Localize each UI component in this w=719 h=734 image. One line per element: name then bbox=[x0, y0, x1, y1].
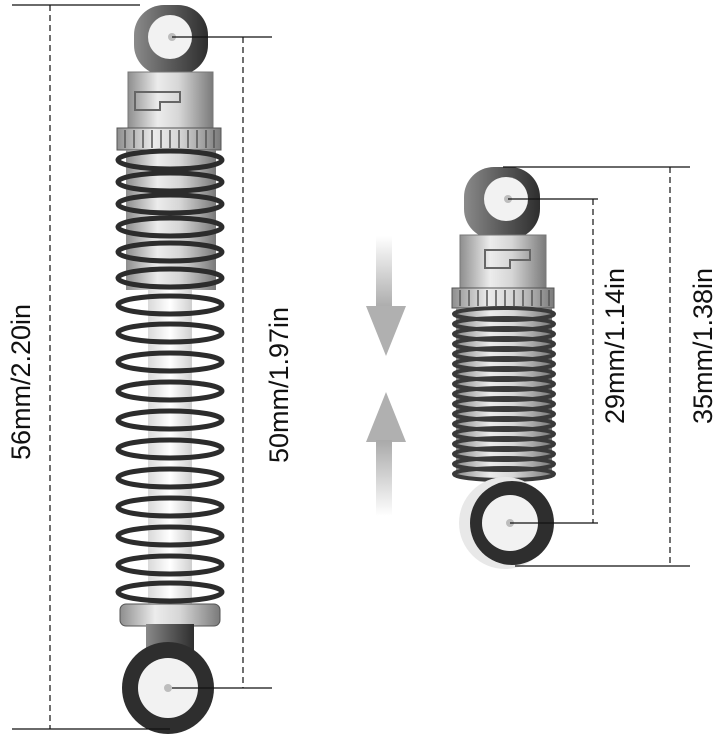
compressed-spring bbox=[452, 306, 556, 482]
extended-spring bbox=[115, 148, 225, 604]
extended-lower-seat bbox=[119, 603, 221, 627]
label-compressed-center: 29mm/1.14in bbox=[600, 268, 630, 424]
extended-rod bbox=[148, 290, 192, 610]
label-extended-center: 50mm/1.97in bbox=[264, 307, 294, 463]
down-arrow-icon bbox=[366, 236, 406, 356]
compressed-upper-cap bbox=[459, 234, 547, 292]
extended-shock bbox=[115, 5, 225, 734]
label-extended-total: 56mm/2.20in bbox=[6, 304, 36, 460]
label-compressed-total: 35mm/1.38in bbox=[688, 268, 718, 424]
extended-bottom-eye bbox=[122, 624, 214, 734]
up-arrow-icon bbox=[366, 392, 406, 516]
compressed-collar bbox=[451, 287, 555, 309]
compressed-top-eye bbox=[464, 167, 540, 239]
extended-top-eye bbox=[134, 5, 208, 75]
compressed-shock bbox=[451, 167, 556, 569]
